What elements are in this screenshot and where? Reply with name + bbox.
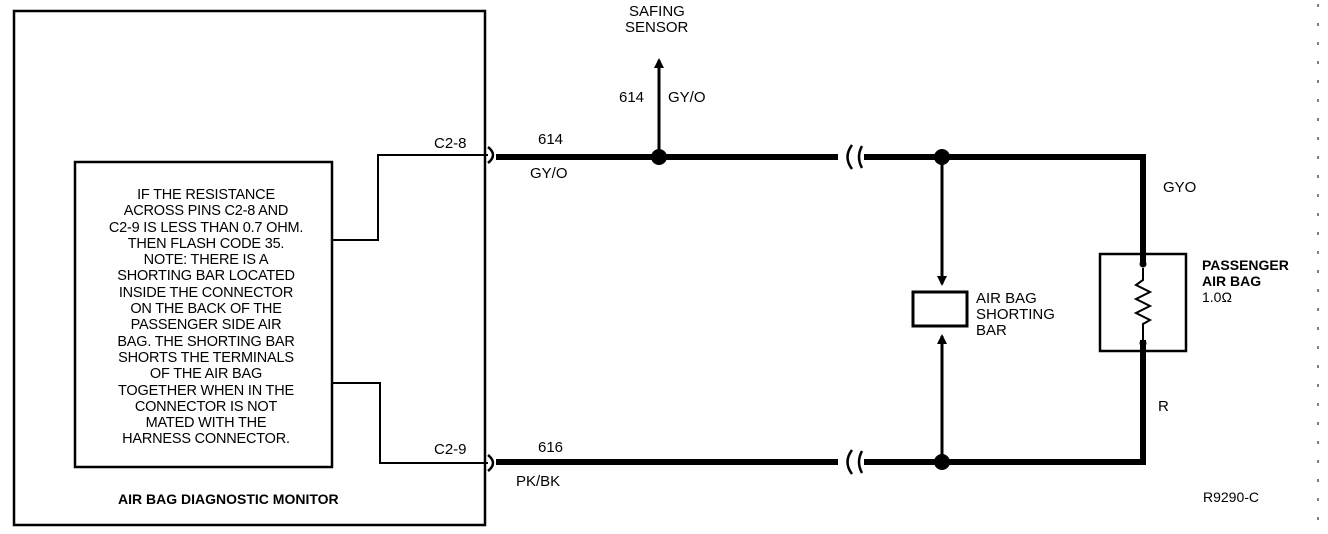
- note-line: MATED WITH THE: [145, 415, 267, 432]
- top-wire-color: GY/O: [530, 165, 568, 182]
- note-line: SHORTING BAR LOCATED: [117, 268, 295, 285]
- note-line: C2-9 IS LESS THAN 0.7 OHM.: [108, 219, 304, 236]
- right-top-wire-color: GYO: [1163, 179, 1197, 196]
- splice-safing: [651, 149, 667, 165]
- splice-shorting-bottom: [934, 454, 950, 470]
- pin-c2-9-label: C2-9: [434, 441, 467, 458]
- safing-circuit-number: 614: [619, 89, 645, 106]
- passenger-airbag-label-2: AIR BAG: [1202, 273, 1262, 289]
- passenger-airbag-label-1: PASSENGER: [1202, 257, 1289, 273]
- note-line: BAG. THE SHORTING BAR: [117, 333, 295, 350]
- safing-sensor-label-1: SAFING: [629, 3, 685, 20]
- note-line: IF THE RESISTANCE: [137, 187, 275, 203]
- inline-connector-bottom-icon-2: [857, 450, 864, 474]
- pin-c2-9-connector-icon: [487, 454, 495, 472]
- note-line: TOGETHER WHEN IN THE: [118, 382, 294, 399]
- inline-connector-bottom-icon: [846, 449, 854, 475]
- note-line: HARNESS CONNECTOR.: [122, 431, 290, 448]
- pin-c2-8-label: C2-8: [434, 135, 467, 152]
- note-line: SHORTS THE TERMINALS: [118, 349, 294, 366]
- note-line: THEN FLASH CODE 35.: [127, 235, 285, 252]
- safing-wire-color: GY/O: [668, 89, 706, 106]
- note-line: NOTE: THERE IS A: [143, 252, 269, 269]
- diagnostic-monitor-box: [12, 9, 487, 527]
- pin-c2-8-lead: [332, 154, 488, 241]
- note-line: CONNECTOR IS NOT: [134, 398, 278, 415]
- resistance-note: IF THE RESISTANCE ACROSS PINS C2-8 AND C…: [82, 187, 330, 448]
- note-line: PASSENGER SIDE AIR: [130, 317, 282, 334]
- shorting-bar-box: [911, 290, 969, 328]
- safing-sensor-label-2: SENSOR: [625, 19, 689, 36]
- note-line: OF THE AIR BAG: [149, 366, 263, 383]
- pin-c2-9-lead: [332, 382, 488, 464]
- inline-connector-top-icon-2: [857, 145, 864, 169]
- airbag-terminal-top: [1139, 260, 1147, 268]
- right-bottom-wire-color: R: [1158, 398, 1169, 415]
- airbag-terminal-bottom: [1139, 339, 1147, 347]
- shorting-bar-label-3: BAR: [976, 322, 1007, 339]
- shorting-bar-label-1: AIR BAG: [976, 290, 1037, 307]
- splice-shorting-top: [934, 149, 950, 165]
- bottom-wire-circuit: 616: [538, 439, 564, 456]
- passenger-airbag-resistance: 1.0Ω: [1202, 289, 1232, 305]
- bottom-wire-color: PK/BK: [516, 473, 561, 490]
- pin-c2-8-connector-icon: [487, 146, 495, 164]
- passenger-airbag-box: [1098, 252, 1188, 353]
- inline-connector-top-icon: [846, 144, 854, 170]
- shorting-bar-label-2: SHORTING: [976, 306, 1055, 323]
- note-line: ON THE BACK OF THE: [130, 301, 282, 318]
- resistor-icon: [1133, 268, 1153, 340]
- figure-id: R9290-C: [1203, 489, 1260, 505]
- module-title: AIR BAG DIAGNOSTIC MONITOR: [118, 491, 339, 507]
- top-wire-circuit: 614: [538, 131, 564, 148]
- note-line: ACROSS PINS C2-8 AND: [123, 203, 289, 220]
- note-box: [73, 160, 334, 469]
- note-line: INSIDE THE CONNECTOR: [118, 284, 294, 301]
